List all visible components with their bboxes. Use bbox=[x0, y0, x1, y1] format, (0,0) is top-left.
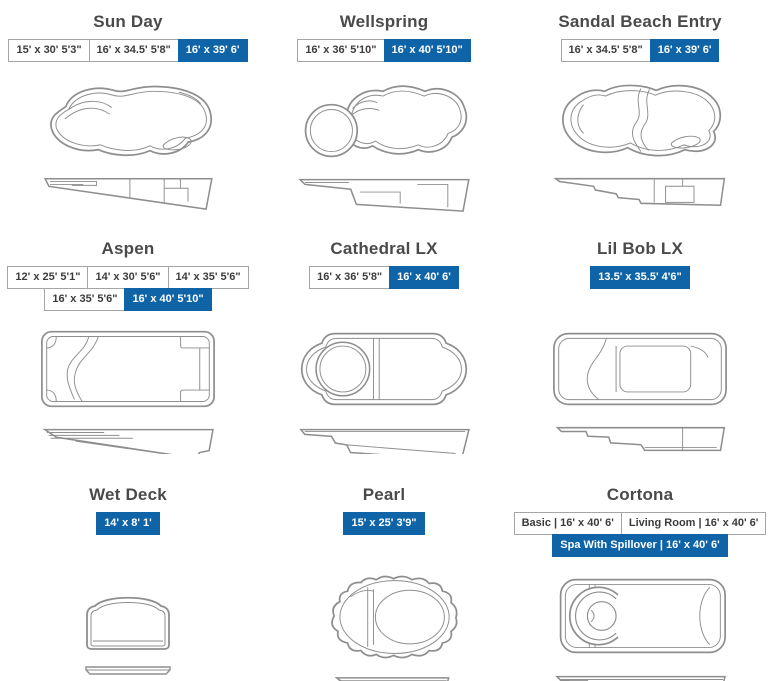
pool-card-wellspring: Wellspring 16' x 36' 5'10" 16' x 40' 5'1… bbox=[256, 0, 512, 227]
pool-side-profile-drawing bbox=[42, 428, 214, 454]
pool-side-profile-drawing bbox=[43, 177, 213, 211]
size-option-button[interactable]: 12' x 25' 5'1" bbox=[7, 266, 89, 289]
pool-model-title: Sandal Beach Entry bbox=[558, 12, 722, 31]
size-options: 15' x 30' 5'3" 16' x 34.5' 5'8" 16' x 39… bbox=[8, 39, 248, 63]
size-option-button[interactable]: 15' x 25' 3'9" bbox=[343, 512, 425, 535]
pool-model-title: Pearl bbox=[362, 485, 406, 504]
size-option-button[interactable]: 14' x 30' 5'6" bbox=[87, 266, 169, 289]
size-options-row: 16' x 36' 5'10" 16' x 40' 5'10" bbox=[297, 39, 471, 62]
size-option-button[interactable]: 14' x 8' 1' bbox=[96, 512, 160, 535]
pool-top-view-drawing bbox=[300, 332, 468, 406]
pool-drawings bbox=[547, 63, 733, 227]
size-option-button[interactable]: 16' x 40' 5'10" bbox=[124, 288, 212, 311]
size-option-button[interactable]: 16' x 39' 6' bbox=[649, 39, 720, 62]
pool-model-title: Aspen bbox=[101, 239, 155, 258]
size-options: 16' x 34.5' 5'8" 16' x 39' 6' bbox=[560, 39, 720, 63]
pool-side-profile-drawing bbox=[555, 675, 726, 681]
size-option-button[interactable]: 16' x 36' 5'10" bbox=[297, 39, 385, 62]
size-options-row: Spa With Spillover | 16' x 40' 6' bbox=[552, 534, 728, 557]
pool-drawings bbox=[547, 559, 733, 681]
pool-top-view-drawing bbox=[41, 330, 215, 408]
pool-top-view-drawing bbox=[559, 578, 726, 654]
size-options-row: Basic | 16' x 40' 6' Living Room | 16' x… bbox=[513, 512, 767, 535]
pool-drawings bbox=[73, 559, 183, 681]
size-option-button[interactable]: 15' x 30' 5'3" bbox=[8, 39, 90, 62]
size-options: 13.5' x 35.5' 4'6" bbox=[590, 266, 690, 312]
size-option-button[interactable]: Spa With Spillover | 16' x 40' 6' bbox=[552, 534, 728, 557]
size-options: 12' x 25' 5'1" 14' x 30' 5'6" 14' x 35' … bbox=[7, 266, 249, 312]
size-option-button[interactable]: 13.5' x 35.5' 4'6" bbox=[590, 266, 690, 289]
size-option-button[interactable]: 16' x 35' 5'6" bbox=[44, 288, 126, 311]
pool-side-profile-drawing bbox=[298, 178, 470, 212]
pool-model-title: Wellspring bbox=[339, 12, 429, 31]
size-options-row: 12' x 25' 5'1" 14' x 30' 5'6" 14' x 35' … bbox=[7, 266, 249, 289]
pool-drawings bbox=[291, 63, 477, 227]
size-options-row: 16' x 35' 5'6" 16' x 40' 5'10" bbox=[44, 288, 212, 311]
size-option-button[interactable]: Basic | 16' x 40' 6' bbox=[513, 512, 622, 535]
size-option-button[interactable]: Living Room | 16' x 40' 6' bbox=[620, 512, 767, 535]
size-options: Basic | 16' x 40' 6' Living Room | 16' x… bbox=[513, 512, 767, 559]
size-options-row: 14' x 8' 1' bbox=[96, 512, 160, 535]
pool-top-view-drawing bbox=[304, 85, 468, 158]
pool-card-cortona: Cortona Basic | 16' x 40' 6' Living Room… bbox=[512, 454, 768, 681]
size-option-button[interactable]: 14' x 35' 5'6" bbox=[167, 266, 249, 289]
pool-card-cathedral-lx: Cathedral LX 16' x 36' 5'8" 16' x 40' 6' bbox=[256, 227, 512, 454]
pool-model-title: Cathedral LX bbox=[330, 239, 438, 258]
pool-drawings bbox=[35, 312, 221, 454]
size-option-button[interactable]: 16' x 40' 6' bbox=[389, 266, 459, 289]
pool-card-wet-deck: Wet Deck 14' x 8' 1' bbox=[0, 454, 256, 681]
pool-side-profile-drawing bbox=[555, 426, 726, 452]
size-options-row: 13.5' x 35.5' 4'6" bbox=[590, 266, 690, 289]
pool-model-title: Cortona bbox=[606, 485, 674, 504]
pool-top-view-drawing bbox=[86, 596, 170, 650]
size-options-row: 16' x 36' 5'8" 16' x 40' 6' bbox=[309, 266, 459, 289]
pool-card-sandal-beach-entry: Sandal Beach Entry 16' x 34.5' 5'8" 16' … bbox=[512, 0, 768, 227]
pool-drawings bbox=[547, 312, 733, 454]
pool-top-view-drawing bbox=[50, 85, 212, 157]
size-options: 14' x 8' 1' bbox=[96, 512, 160, 559]
pool-side-profile-drawing bbox=[85, 666, 171, 675]
pool-model-title: Sun Day bbox=[93, 12, 163, 31]
pool-drawings bbox=[35, 63, 221, 227]
pool-top-view-drawing bbox=[553, 332, 727, 406]
size-option-button[interactable]: 16' x 39' 6' bbox=[177, 39, 248, 62]
pool-card-pearl: Pearl 15' x 25' 3'9" bbox=[256, 454, 512, 681]
pool-card-lil-bob-lx: Lil Bob LX 13.5' x 35.5' 4'6" bbox=[512, 227, 768, 454]
pool-model-title: Wet Deck bbox=[89, 485, 167, 504]
size-options: 15' x 25' 3'9" bbox=[343, 512, 425, 559]
size-options-row: 15' x 25' 3'9" bbox=[343, 512, 425, 535]
size-option-button[interactable]: 16' x 34.5' 5'8" bbox=[88, 39, 179, 62]
pool-side-profile-drawing bbox=[334, 677, 450, 681]
size-option-button[interactable]: 16' x 34.5' 5'8" bbox=[560, 39, 651, 62]
pool-model-title: Lil Bob LX bbox=[596, 239, 684, 258]
pool-side-profile-drawing bbox=[299, 428, 470, 454]
pool-top-view-drawing bbox=[331, 575, 458, 659]
size-options-row: 15' x 30' 5'3" 16' x 34.5' 5'8" 16' x 39… bbox=[8, 39, 248, 62]
size-option-button[interactable]: 16' x 36' 5'8" bbox=[309, 266, 391, 289]
pool-card-aspen: Aspen 12' x 25' 5'1" 14' x 30' 5'6" 14' … bbox=[0, 227, 256, 454]
size-options: 16' x 36' 5'10" 16' x 40' 5'10" bbox=[297, 39, 471, 63]
pool-top-view-drawing bbox=[562, 84, 722, 157]
size-options-row: 16' x 34.5' 5'8" 16' x 39' 6' bbox=[560, 39, 720, 62]
pool-drawings bbox=[302, 559, 466, 681]
pool-card-sun-day: Sun Day 15' x 30' 5'3" 16' x 34.5' 5'8" … bbox=[0, 0, 256, 227]
size-option-button[interactable]: 16' x 40' 5'10" bbox=[383, 39, 471, 62]
pool-side-profile-drawing bbox=[553, 177, 726, 206]
size-options: 16' x 36' 5'8" 16' x 40' 6' bbox=[309, 266, 459, 312]
pool-drawings bbox=[291, 312, 477, 454]
